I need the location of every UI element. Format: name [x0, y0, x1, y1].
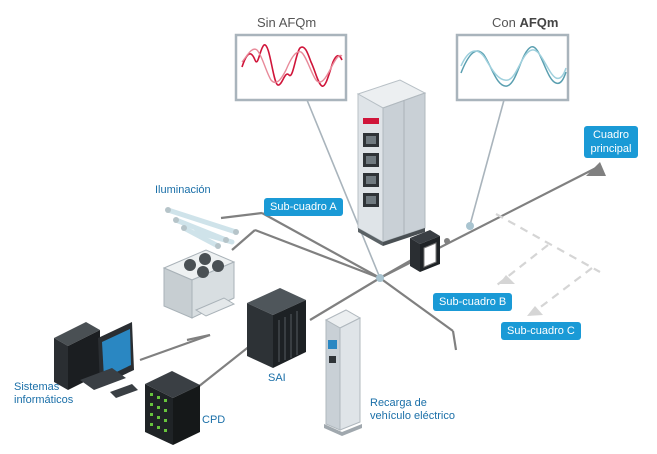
label-sai: SAI	[268, 372, 286, 384]
label-sistemas-line-2: informáticos	[14, 394, 74, 406]
clean-wave-2	[460, 49, 567, 81]
current-transformer	[410, 230, 440, 272]
afqm-cabinet	[356, 79, 427, 246]
badge-sub-cuadro-a: Sub-cuadro A	[264, 198, 343, 216]
junction-node	[444, 238, 450, 244]
title-sin-afqm: Sin AFQm	[257, 15, 316, 30]
cable-network	[139, 167, 597, 388]
label-sistemas-line-1: Sistemas	[14, 381, 60, 393]
label-recarga-line-1: Recarga de	[370, 397, 427, 409]
junction-node	[466, 222, 474, 230]
arrow-sub-c	[527, 306, 543, 316]
title-con-brand: AFQm	[519, 15, 559, 30]
badge-cuadro-principal-line-2: principal	[590, 143, 632, 155]
badge-sub-cuadro-b: Sub-cuadro B	[433, 293, 513, 311]
data-center-rack	[145, 371, 200, 445]
label-iluminacion: Iluminación	[155, 184, 211, 196]
lighting-tube-ends	[165, 207, 239, 249]
label-cpd: CPD	[202, 414, 226, 426]
ev-charger	[324, 309, 362, 436]
title-con-prefix: Con	[492, 15, 520, 30]
callout-lines	[306, 99, 505, 279]
desktop-computer	[54, 322, 138, 398]
badge-sub-cuadro-c: Sub-cuadro C	[501, 322, 581, 340]
title-con-afqm: Con AFQm	[492, 15, 558, 30]
hvac-unit	[162, 249, 236, 319]
label-recarga-line-2: vehículo eléctrico	[370, 410, 455, 422]
badge-cuadro-principal: Cuadro principal	[584, 126, 638, 158]
title-sin-brand: AFQm	[278, 15, 317, 30]
panel-con-afqm	[455, 33, 570, 102]
distorted-wave-2	[241, 48, 343, 84]
distorted-wave-1	[241, 44, 343, 87]
junction-node	[376, 274, 384, 282]
badge-cuadro-principal-line-1: Cuadro	[592, 129, 630, 141]
arrow-sub-b	[499, 275, 515, 284]
label-sistemas-informaticos: Sistemas informáticos	[14, 381, 73, 407]
title-sin-prefix: Sin	[257, 15, 279, 30]
label-recarga-vehiculo: Recarga de vehículo eléctrico	[370, 397, 455, 423]
ups-unit	[247, 288, 306, 368]
panel-sin-afqm	[234, 33, 348, 102]
dashed-branches	[495, 213, 601, 316]
arrow-main-panel	[586, 162, 606, 176]
